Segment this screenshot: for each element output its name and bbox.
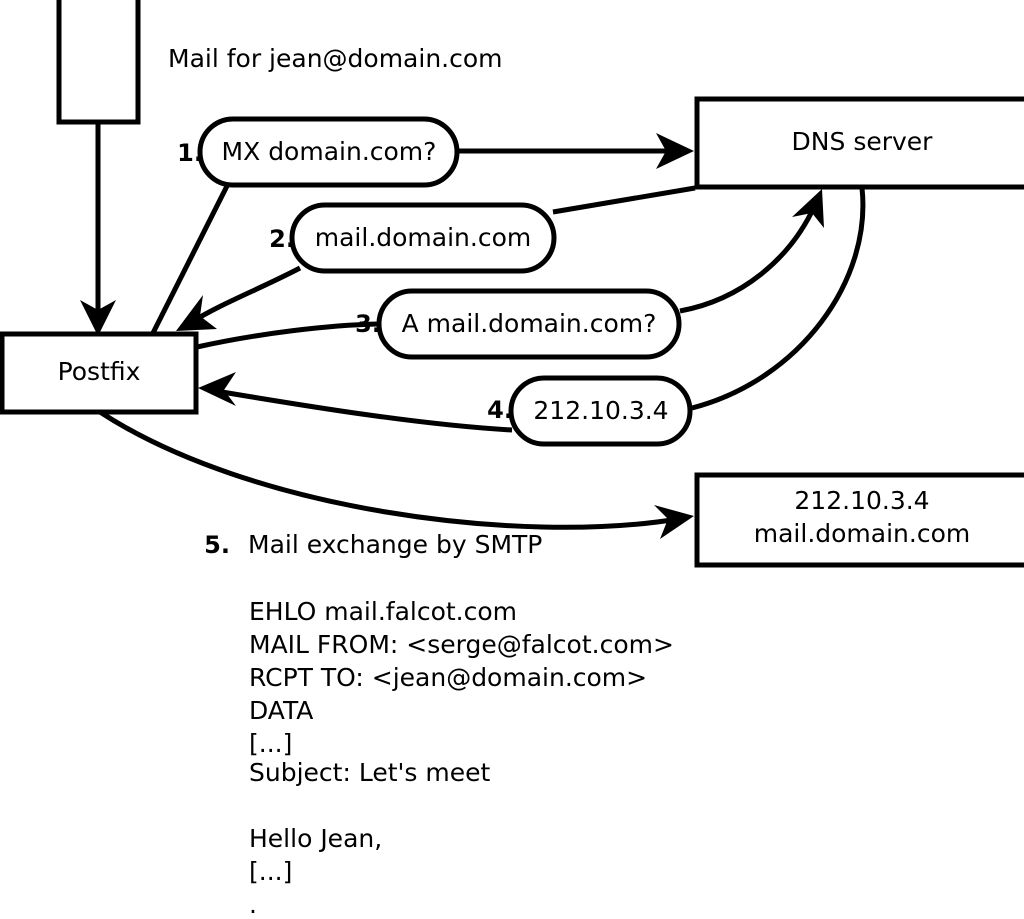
edge-dns-to-step2 xyxy=(552,185,696,215)
bubble-step-1[interactable]: MX domain.com? xyxy=(197,116,460,188)
bubble-step-3-label: A mail.domain.com? xyxy=(402,309,657,338)
bubble-step-2-label: mail.domain.com xyxy=(315,223,531,252)
mail-host-hostname: mail.domain.com xyxy=(754,519,970,548)
incoming-mail-label: Mail for jean@domain.com xyxy=(168,44,503,73)
bubble-step-3[interactable]: A mail.domain.com? xyxy=(376,288,682,360)
step-5-label: Mail exchange by SMTP xyxy=(248,530,542,559)
node-postfix[interactable]: Postfix xyxy=(0,331,199,415)
smtp-line-0: EHLO mail.falcot.com xyxy=(249,597,517,626)
edge-sender-to-postfix xyxy=(80,122,116,336)
node-sender-box[interactable] xyxy=(56,0,141,125)
edge-step2-to-postfix xyxy=(176,265,302,331)
step-number-3: 3. xyxy=(355,310,381,338)
bubble-step-4-label: 212.10.3.4 xyxy=(533,396,668,425)
smtp-line-8: [...] xyxy=(249,857,292,886)
smtp-line-3: DATA xyxy=(249,696,313,725)
bubble-step-1-label: MX domain.com? xyxy=(222,137,437,166)
edge-step1-to-dns xyxy=(458,133,694,169)
smtp-line-9: . xyxy=(249,890,257,919)
edge-postfix-to-step3 xyxy=(196,321,379,350)
edge-step4-to-postfix xyxy=(198,372,513,433)
edge-postfix-to-mailhost xyxy=(98,409,694,539)
edge-step3-to-dns xyxy=(679,189,824,314)
node-mail-host[interactable]: 212.10.3.4 mail.domain.com xyxy=(694,472,1024,568)
bubble-step-2[interactable]: mail.domain.com xyxy=(289,202,557,274)
smtp-line-4: [...] xyxy=(249,729,292,758)
mail-host-ip: 212.10.3.4 xyxy=(794,486,929,515)
dns-server-label: DNS server xyxy=(792,127,934,156)
smtp-line-5: Subject: Let's meet xyxy=(249,758,490,787)
smtp-line-1: MAIL FROM: <serge@falcot.com> xyxy=(249,630,674,659)
edge-dns-to-step4 xyxy=(691,187,866,411)
step-number-5: 5. xyxy=(204,531,230,559)
bubble-step-4[interactable]: 212.10.3.4 xyxy=(508,375,693,447)
step-number-4: 4. xyxy=(487,396,513,424)
step-number-2: 2. xyxy=(269,225,295,253)
smtp-line-7: Hello Jean, xyxy=(249,824,382,853)
edge-postfix-to-step1 xyxy=(150,182,231,335)
postfix-label: Postfix xyxy=(58,357,141,386)
step-number-1: 1. xyxy=(177,139,203,167)
node-dns-server[interactable]: DNS server xyxy=(694,96,1024,190)
smtp-line-2: RCPT TO: <jean@domain.com> xyxy=(249,663,647,692)
